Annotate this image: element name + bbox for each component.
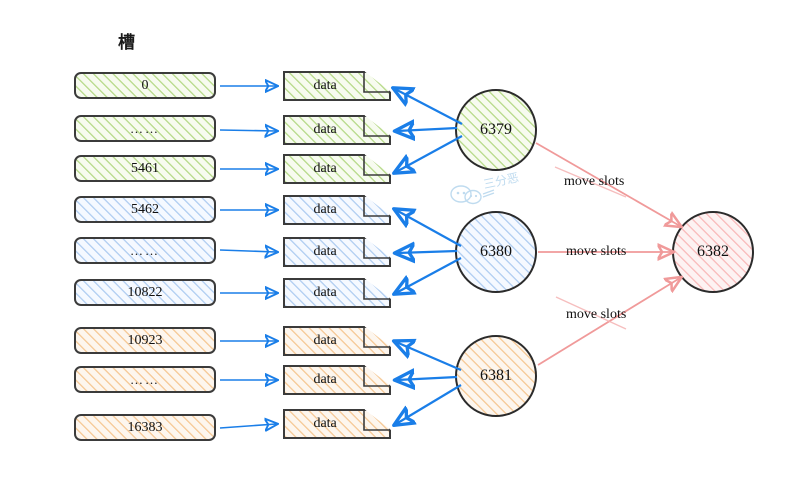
- slot-label: 10923: [127, 332, 163, 348]
- node-label: 6381: [480, 367, 512, 384]
- migration-arrow-6379: [535, 142, 680, 226]
- slot-label: ……: [130, 121, 160, 136]
- node-label: 6379: [480, 121, 512, 138]
- node-label: 6382: [697, 243, 729, 260]
- move-slots-label-6381: move slots: [566, 307, 627, 322]
- data-doc-4[interactable]: data: [283, 237, 391, 267]
- slot-box-0[interactable]: 0: [74, 72, 216, 99]
- slot-label: 5462: [131, 201, 159, 217]
- data-doc-7[interactable]: data: [283, 365, 391, 395]
- data-doc-label: data: [313, 161, 337, 176]
- data-doc-8[interactable]: data: [283, 409, 391, 439]
- slot-box-7[interactable]: ……: [74, 366, 216, 393]
- node-6380-data-arrows: [396, 210, 462, 293]
- move-slots-label-6379: move slots: [564, 174, 625, 189]
- slot-box-8[interactable]: 16383: [74, 414, 216, 441]
- node-6381-data-arrows: [396, 342, 462, 424]
- slot-box-1[interactable]: ……: [74, 115, 216, 142]
- node-label: 6380: [480, 243, 512, 260]
- slot-box-5[interactable]: 10822: [74, 279, 216, 306]
- data-doc-label: data: [313, 202, 337, 217]
- data-doc-2[interactable]: data: [283, 154, 391, 184]
- data-doc-6[interactable]: data: [283, 326, 391, 356]
- slot-to-data-arrows: [219, 86, 276, 428]
- node-6380[interactable]: 6380: [455, 211, 537, 293]
- slot-label: ……: [130, 372, 160, 387]
- data-doc-label: data: [313, 372, 337, 387]
- slot-box-2[interactable]: 5461: [74, 155, 216, 182]
- slot-box-3[interactable]: 5462: [74, 196, 216, 223]
- move-slots-label-6380: move slots: [566, 244, 627, 259]
- node-6381[interactable]: 6381: [455, 335, 537, 417]
- data-doc-5[interactable]: data: [283, 278, 391, 308]
- node-6382[interactable]: 6382: [672, 211, 754, 293]
- node-6379-data-arrows: [395, 89, 463, 172]
- slot-box-6[interactable]: 10923: [74, 327, 216, 354]
- data-doc-3[interactable]: data: [283, 195, 391, 225]
- slot-box-4[interactable]: ……: [74, 237, 216, 264]
- slot-label: ……: [130, 243, 160, 258]
- slot-label: 0: [141, 77, 149, 93]
- data-doc-label: data: [313, 333, 337, 348]
- data-doc-0[interactable]: data: [283, 71, 391, 101]
- data-doc-label: data: [313, 416, 337, 431]
- data-doc-label: data: [313, 78, 337, 93]
- migration-arrow-sketch-overlay: [554, 166, 627, 330]
- data-doc-label: data: [313, 285, 337, 300]
- slot-label: 10822: [127, 284, 163, 300]
- slot-label: 16383: [127, 419, 163, 435]
- slot-label: 5461: [131, 160, 159, 176]
- page-title: 槽: [118, 33, 136, 53]
- node-6379[interactable]: 6379: [455, 89, 537, 171]
- data-doc-1[interactable]: data: [283, 115, 391, 145]
- data-doc-label: data: [313, 244, 337, 259]
- data-doc-label: data: [313, 122, 337, 137]
